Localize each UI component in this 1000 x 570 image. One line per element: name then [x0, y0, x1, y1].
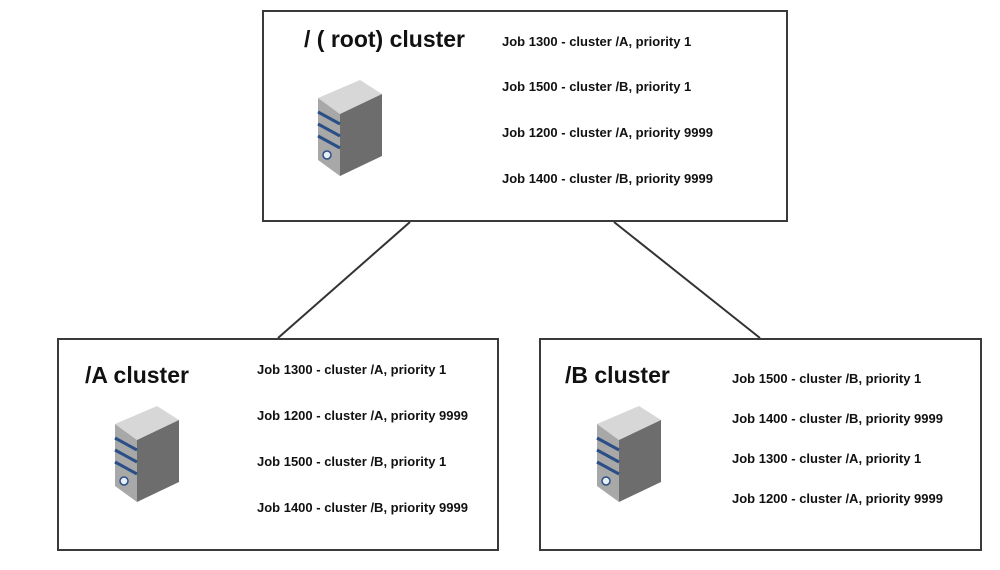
a-cluster-box: /A cluster Job 1300 - cluster /A, priori…	[57, 338, 499, 551]
job-item: Job 1400 - cluster /B, priority 9999	[732, 411, 943, 426]
job-item: Job 1200 - cluster /A, priority 9999	[732, 491, 943, 506]
root-cluster-title: / ( root) cluster	[304, 26, 466, 52]
job-item: Job 1200 - cluster /A, priority 9999	[502, 125, 713, 140]
job-item: Job 1300 - cluster /A, priority 1	[502, 34, 692, 49]
job-item: Job 1300 - cluster /A, priority 1	[732, 451, 922, 466]
root-cluster-box: / ( root) cluster Job 1300 - cluster /A,…	[262, 10, 788, 222]
job-item: Job 1400 - cluster /B, priority 9999	[502, 171, 713, 186]
job-item: Job 1300 - cluster /A, priority 1	[257, 362, 447, 377]
job-item: Job 1500 - cluster /B, priority 1	[502, 79, 692, 94]
b-cluster-box: /B cluster Job 1500 - cluster /B, priori…	[539, 338, 982, 551]
a-cluster-title: /A cluster	[85, 362, 189, 388]
b-cluster-title: /B cluster	[565, 362, 670, 388]
job-item: Job 1500 - cluster /B, priority 1	[257, 454, 447, 469]
job-item: Job 1200 - cluster /A, priority 9999	[257, 408, 468, 423]
server-icon	[114, 406, 179, 502]
job-item: Job 1400 - cluster /B, priority 9999	[257, 500, 468, 515]
connector-root-to-a	[277, 221, 411, 339]
server-icon	[317, 80, 382, 176]
connector-root-to-b	[613, 221, 761, 339]
job-item: Job 1500 - cluster /B, priority 1	[732, 371, 922, 386]
server-icon	[596, 406, 661, 502]
